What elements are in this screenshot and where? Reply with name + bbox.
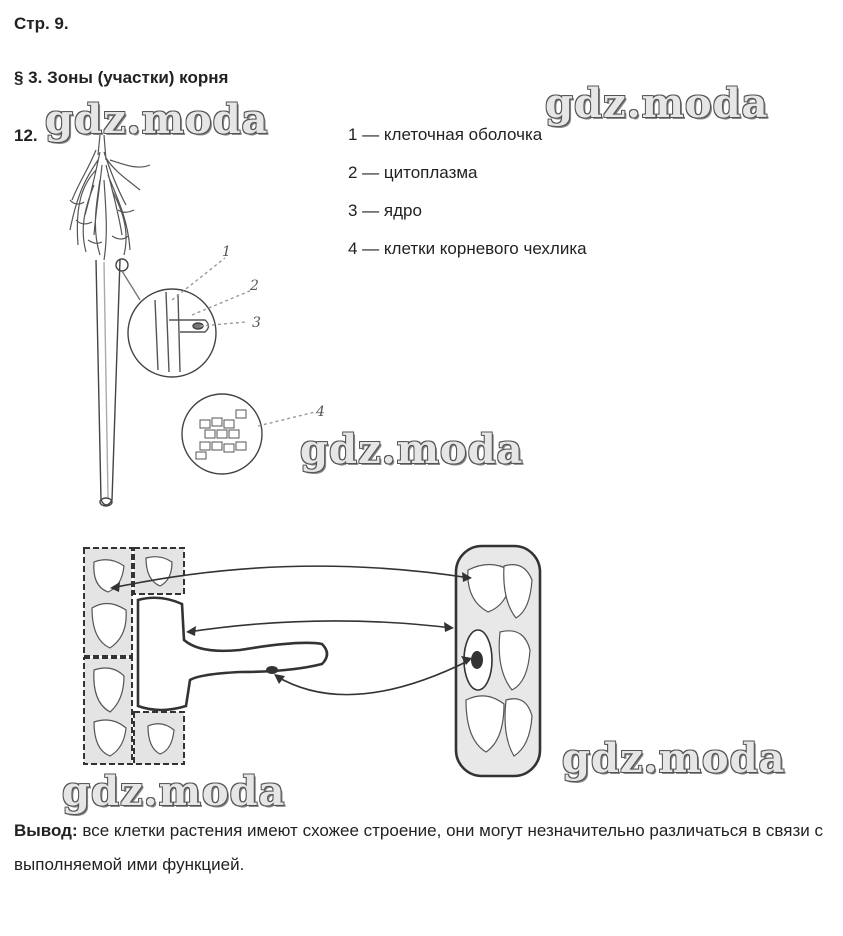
watermark: gdz.moda xyxy=(300,426,524,473)
root-hairs xyxy=(69,134,151,261)
watermark: gdz.moda xyxy=(62,768,286,815)
conclusion-paragraph: Вывод: все клетки растения имеют схожее … xyxy=(14,814,836,882)
legend-item: 3 — ядро xyxy=(348,201,422,220)
watermark: gdz.moda xyxy=(545,80,769,127)
magnified-root-hair-circle xyxy=(127,288,217,378)
legend-item: 1 — клеточная оболочка xyxy=(348,125,543,144)
magnified-root-cap-circle xyxy=(181,393,263,475)
cell-comparison-drawing xyxy=(83,544,542,778)
task-number: 12. xyxy=(14,126,38,145)
conclusion-text: все клетки растения имеют схожее строени… xyxy=(14,821,823,874)
legend-list: 1 — клеточная оболочка 2 — цитоплазма 3 … xyxy=(348,122,587,274)
legend-item: 4 — клетки корневого чехлика xyxy=(348,239,587,258)
figure-label-2: 2 xyxy=(249,278,259,294)
figure-label-4: 4 xyxy=(315,404,325,420)
page-label: Стр. 9. xyxy=(14,14,69,33)
legend-item: 2 — цитоплазма xyxy=(348,163,478,182)
figure-label-1: 1 xyxy=(222,244,231,260)
figure-label-3: 3 xyxy=(252,315,261,331)
section-title: § 3. Зоны (участки) корня xyxy=(14,68,229,87)
watermark: gdz.moda xyxy=(45,96,269,143)
watermark: gdz.moda xyxy=(562,735,786,782)
conclusion-label: Вывод: xyxy=(14,821,78,840)
